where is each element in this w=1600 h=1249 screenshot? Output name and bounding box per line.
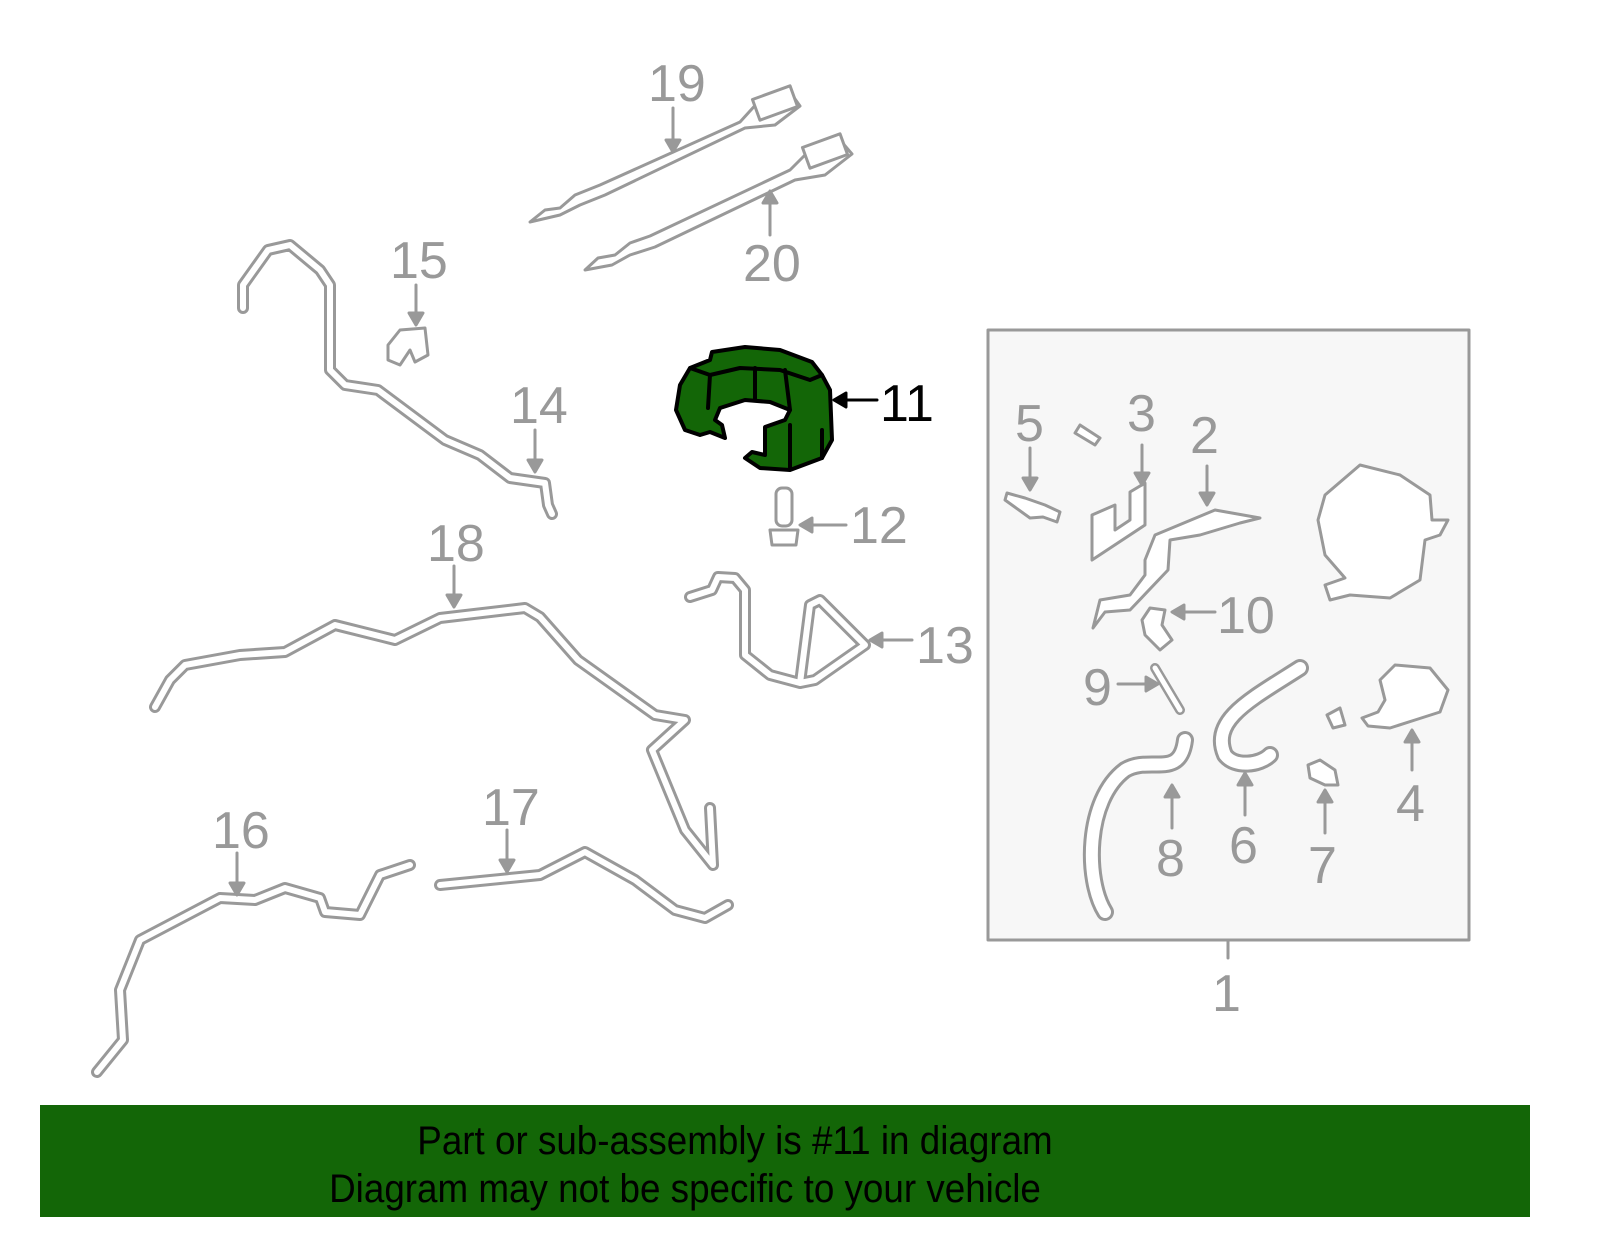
part-3-bracket xyxy=(1090,481,1147,562)
callout-4: 4 xyxy=(1396,775,1425,833)
callout-15: 15 xyxy=(390,232,448,290)
callout-1: 1 xyxy=(1212,965,1241,1023)
banner-line-2: Diagram may not be specific to your vehi… xyxy=(329,1167,1041,1211)
callout-20: 20 xyxy=(743,235,801,293)
assembly-box-part-1 xyxy=(986,328,1471,942)
callout-2: 2 xyxy=(1190,407,1219,465)
callout-13: 13 xyxy=(916,617,974,675)
callout-9: 9 xyxy=(1083,659,1112,717)
callout-5: 5 xyxy=(1015,395,1044,453)
screw xyxy=(1073,423,1102,447)
part-15-clip xyxy=(386,326,430,367)
callout-18: 18 xyxy=(427,515,485,573)
callout-7: 7 xyxy=(1308,837,1337,895)
callout-10: 10 xyxy=(1217,587,1275,645)
part-13-pipe xyxy=(684,571,871,689)
part-11-insulator xyxy=(674,345,834,472)
callout-16: 16 xyxy=(212,802,270,860)
callout-17: 17 xyxy=(482,779,540,837)
part-12-bolt xyxy=(768,486,800,547)
part-20-sensor xyxy=(583,132,854,272)
callout-12: 12 xyxy=(850,497,908,555)
canister xyxy=(1316,463,1450,602)
callout-14: 14 xyxy=(510,377,568,435)
callout-19: 19 xyxy=(648,55,706,113)
clamp-small xyxy=(1325,706,1347,730)
callout-11[interactable]: 11 xyxy=(880,375,934,433)
part-4-valve xyxy=(1360,663,1450,730)
part-19-sensor xyxy=(528,84,802,224)
part-7-clamp xyxy=(1306,758,1340,787)
callout-8: 8 xyxy=(1156,830,1185,888)
part-2-bracket xyxy=(1091,508,1262,630)
info-banner: Part or sub-assembly is #11 in diagram D… xyxy=(40,1105,1530,1217)
part-10-elbow xyxy=(1140,606,1174,652)
part-17-pipe xyxy=(434,846,734,924)
callout-6: 6 xyxy=(1229,817,1258,875)
part-5-connector xyxy=(1003,491,1062,524)
part-16-pipe xyxy=(91,859,416,1078)
banner-line-1: Part or sub-assembly is #11 in diagram xyxy=(417,1119,1053,1163)
callout-3: 3 xyxy=(1127,385,1156,443)
